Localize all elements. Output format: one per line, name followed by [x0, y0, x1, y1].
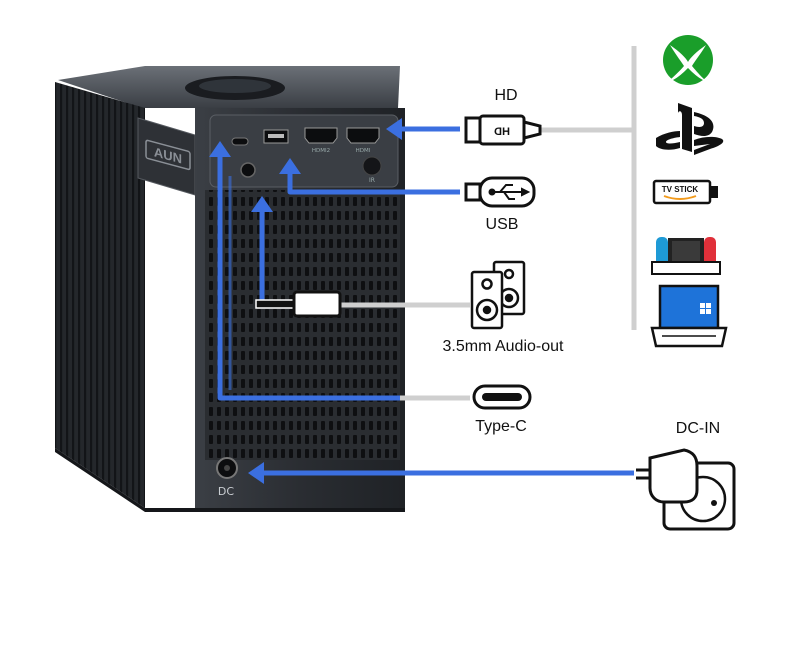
typec-label: Type-C	[475, 418, 527, 435]
typec-arrowhead	[209, 141, 231, 157]
dc-arrowhead	[248, 462, 264, 484]
hd-arrowhead	[386, 118, 402, 140]
xbox-logo-icon	[663, 35, 713, 85]
hd-plug-text: HD	[494, 126, 510, 138]
usb-arrow-line	[287, 172, 460, 195]
audio-plug-icon	[255, 290, 342, 318]
dcin-label: DC-IN	[675, 420, 721, 437]
typec-port	[231, 137, 249, 146]
hdmi-plug-icon: HD	[464, 114, 542, 146]
hdmi-port-label: HDMI	[356, 148, 371, 154]
ir-label: IR	[369, 177, 375, 184]
tv-stick-icon: TV STICK	[652, 179, 718, 205]
power-plug-icon	[636, 448, 736, 531]
switch-console-icon	[651, 237, 721, 275]
hdmi2-port-label: HDMI2	[312, 148, 330, 154]
laptop-icon	[650, 284, 728, 348]
typec-arrow-line	[217, 155, 400, 401]
hd-label: HD	[494, 87, 518, 104]
projector-vents	[205, 190, 400, 460]
typec-plug-icon	[472, 384, 532, 410]
audio-label: 3.5mm Audio-out	[442, 338, 564, 355]
hdmi2-port	[304, 127, 338, 144]
audio-arrowhead	[251, 196, 273, 212]
tv-stick-text: TV STICK	[662, 185, 699, 194]
ir-window	[362, 156, 382, 176]
audio-jack	[240, 162, 256, 178]
usb-arrowhead	[279, 158, 301, 174]
playstation-logo-icon	[656, 103, 724, 155]
hdmi-port	[346, 127, 380, 144]
projector-left-side	[55, 82, 145, 508]
speaker-icon	[470, 260, 526, 330]
dc-port-label: DC	[218, 485, 234, 498]
usb-plug-icon	[464, 176, 536, 208]
gray-lines	[340, 46, 637, 401]
blue-arrows	[209, 118, 634, 484]
usb-label: USB	[485, 216, 519, 233]
